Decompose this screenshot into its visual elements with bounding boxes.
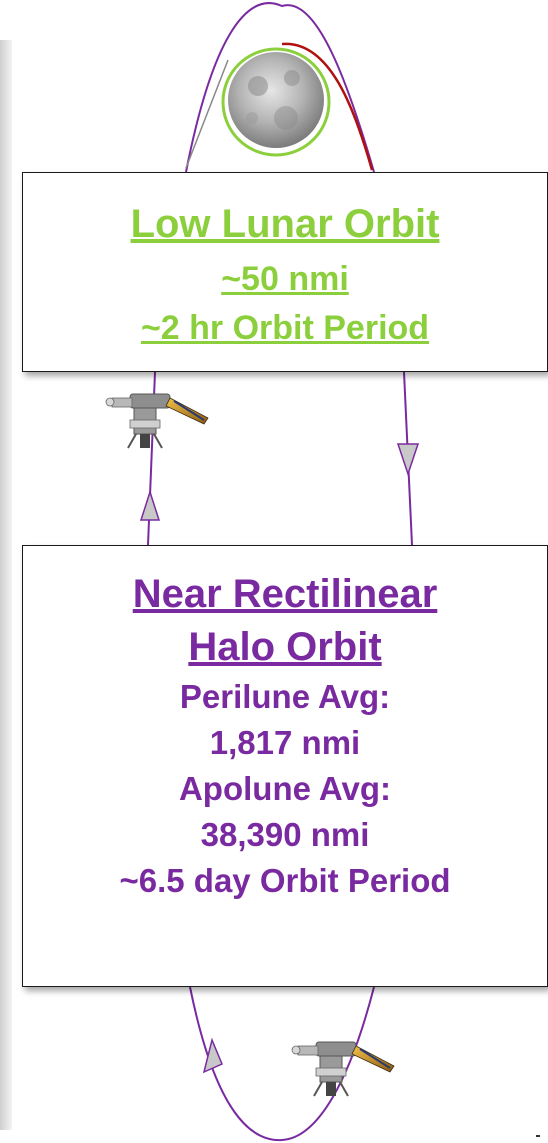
nrho-box: Near Rectilinear Halo Orbit Perilune Avg… xyxy=(22,545,548,987)
moon-icon xyxy=(221,47,331,157)
direction-arrow-icon xyxy=(139,489,161,521)
spacecraft-icon xyxy=(291,1041,395,1097)
direction-arrow-icon xyxy=(396,443,420,477)
nrho-apolune-value: 38,390 nmi xyxy=(200,816,370,853)
spacecraft-icon xyxy=(105,393,209,449)
lower-orbit-path xyxy=(189,986,375,1142)
nrho-period: ~6.5 day Orbit Period xyxy=(119,862,451,899)
descent-trajectory xyxy=(281,42,374,171)
direction-arrow-icon xyxy=(202,1037,223,1074)
low-lunar-orbit-box: Low Lunar Orbit ~50 nmi ~2 hr Orbit Peri… xyxy=(22,172,548,372)
nrho-perilune-label: Perilune Avg: xyxy=(179,678,391,715)
nrho-title-line1: Near Rectilinear xyxy=(132,572,438,616)
nrho-perilune-value: 1,817 nmi xyxy=(209,724,361,761)
nrho-title-line2: Halo Orbit xyxy=(188,625,382,669)
llo-period: ~2 hr Orbit Period xyxy=(140,309,430,347)
nrho-apolune-label: Apolune Avg: xyxy=(178,770,392,807)
llo-altitude: ~50 nmi xyxy=(221,260,349,298)
upper-orbit-path xyxy=(185,2,375,173)
llo-title: Low Lunar Orbit xyxy=(130,202,440,246)
corner-mark xyxy=(536,1135,540,1137)
slide-left-edge xyxy=(0,40,12,1130)
